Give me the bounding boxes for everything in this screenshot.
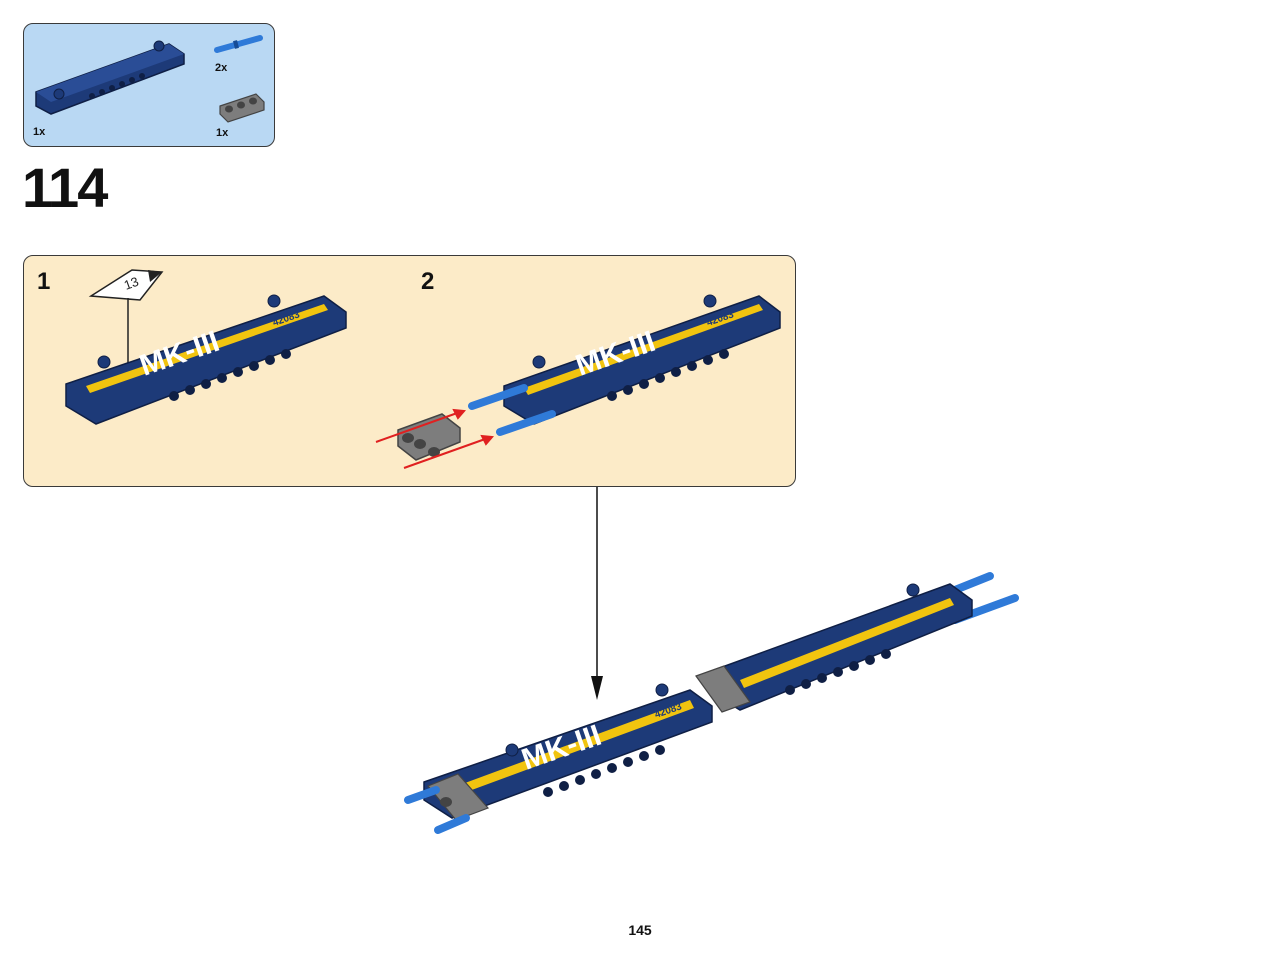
inserted-pins — [468, 384, 556, 436]
beam-quantity: 1x — [216, 127, 229, 139]
page-number: 145 — [628, 922, 652, 938]
gray-beam-attach — [397, 413, 461, 461]
assembled-frame: MK-III 42083 — [404, 572, 1019, 834]
substeps-box: 1 2 13 MK-III 42083 MK-III — [23, 255, 796, 487]
parts-illustration — [35, 35, 265, 123]
substeps-illustration: 13 MK-III 42083 MK-III 42083 — [65, 269, 781, 469]
panel-quantity: 1x — [33, 126, 46, 138]
step-number: 114 — [22, 156, 108, 219]
blue-panel-part — [35, 40, 185, 115]
red-arrows — [375, 408, 495, 469]
connector-arrow — [591, 487, 603, 700]
decorated-panel-2: MK-III 42083 — [503, 294, 781, 425]
blue-pin-part — [214, 35, 263, 53]
parts-list-box: 1x 2x 1x — [23, 23, 275, 147]
decorated-panel-1: MK-III 42083 — [65, 294, 347, 425]
substep-2-number: 2 — [421, 268, 435, 295]
substep-1-number: 1 — [37, 268, 51, 295]
sticker-callout: 13 — [88, 269, 164, 366]
gray-beam-part — [219, 93, 265, 123]
pin-quantity: 2x — [215, 62, 228, 74]
sticker-number: 13 — [122, 274, 141, 293]
